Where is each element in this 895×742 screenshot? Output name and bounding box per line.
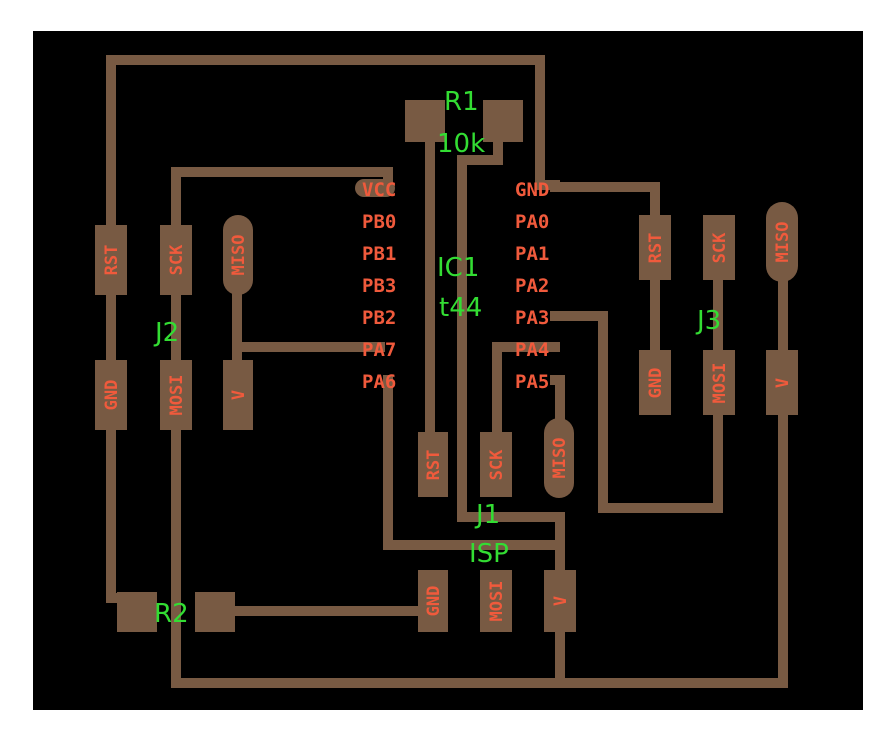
trace-pa3-j3-mosi [550, 311, 723, 513]
ic1-pad-vcc-cap [355, 179, 395, 197]
ic1-pin-labels: VCC PB0 PB1 PB3 PB2 PA7 PA6 GND PA0 PA1 … [362, 179, 549, 393]
j3-pin-label: GND [646, 368, 666, 399]
ic1-right-pin-label: PA1 [515, 243, 549, 265]
j1-pad-rst [418, 432, 448, 497]
part-labels: R1 10k IC1 t44 J2 J3 J1 ISP R2 [153, 87, 721, 629]
j2-pin-label: MOSI [167, 375, 187, 416]
j3-pin-label: MISO [773, 222, 793, 263]
j3-pin-label: SCK [710, 232, 730, 263]
j3-pad-sck [703, 215, 735, 280]
j1-pin-label: V [551, 596, 571, 606]
connector-pin-labels: RST SCK MISO GND MOSI V RST SCK MISO GND… [102, 222, 793, 622]
j3-pad-gnd [639, 350, 671, 415]
ic1-left-pin-label: PA7 [362, 339, 396, 361]
j3-pad-miso [766, 202, 798, 282]
ic1-left-pin-label: PB0 [362, 211, 396, 233]
trace-gnd-j3 [550, 182, 660, 230]
j3-pad-v [766, 350, 798, 415]
j2-pad-gnd [95, 360, 127, 430]
ic1-left-pin-label: PB2 [362, 307, 396, 329]
j1-pin-label: GND [424, 586, 444, 617]
trace-pa4-isp-sck [492, 342, 560, 445]
j1-pin-label: RST [424, 450, 444, 481]
ic1-left-pin-label: PB1 [362, 243, 396, 265]
r2-pad-left [117, 592, 157, 632]
j2-pin-label: MISO [229, 235, 249, 276]
j2-pad-sck [160, 225, 192, 295]
r2-name: R2 [154, 599, 189, 629]
ic1-right-pin-label: PA5 [515, 371, 549, 393]
j1-pad-v [544, 570, 576, 632]
ic1-right-pin-label: PA2 [515, 275, 549, 297]
j2-name: J2 [153, 318, 179, 348]
pads [95, 100, 798, 632]
trace-pa5-isp-miso [550, 375, 565, 435]
j1-pad-sck [480, 432, 512, 497]
r2-pad-right [195, 592, 235, 632]
j3-name: J3 [695, 306, 721, 336]
j2-pad-v [223, 360, 253, 430]
j3-pad-rst [639, 215, 671, 280]
r1-value: 10k [437, 129, 485, 159]
ic1-left-pin-label: PA6 [362, 371, 396, 393]
trace-bottom-loop [171, 405, 788, 688]
j3-pad-mosi [703, 350, 735, 415]
j3-pin-label: RST [646, 233, 666, 264]
j1-pad-gnd [418, 570, 448, 632]
j3-pin-label: MOSI [710, 363, 730, 404]
ic1-name: IC1 [437, 253, 479, 283]
r1-pad-right [483, 100, 523, 142]
j2-pin-label: V [229, 390, 249, 400]
r1-name: R1 [444, 87, 479, 117]
j1-pad-miso [544, 418, 574, 498]
j1-pad-mosi [480, 570, 512, 632]
j1-name: J1 [474, 500, 500, 530]
j2-pin-label: SCK [167, 244, 187, 275]
ic1-value: t44 [439, 293, 482, 323]
j1-value: ISP [469, 539, 509, 569]
ic1-right-pin-label: PA0 [515, 211, 549, 233]
trace-r1-v [457, 135, 565, 575]
j1-pin-label: SCK [487, 449, 507, 480]
ic1-right-pin-label: GND [515, 179, 549, 201]
j1-pin-label: MOSI [487, 581, 507, 622]
ic1-left-pin-label: VCC [362, 179, 396, 201]
j2-pad-miso [223, 215, 253, 295]
j2-pad-mosi [160, 360, 192, 430]
trace-rst-top-loop [106, 55, 560, 245]
j3-pin-label: V [773, 378, 793, 388]
j2-pin-label: RST [102, 245, 122, 276]
ic1-right-pin-label: PA3 [515, 307, 549, 329]
j2-pin-label: GND [102, 380, 122, 411]
j2-pad-rst [95, 225, 127, 295]
r1-pad-left [405, 100, 445, 142]
j1-pin-label: MISO [550, 438, 570, 479]
ic1-left-pin-label: PB3 [362, 275, 396, 297]
ic1-right-pin-label: PA4 [515, 339, 549, 361]
